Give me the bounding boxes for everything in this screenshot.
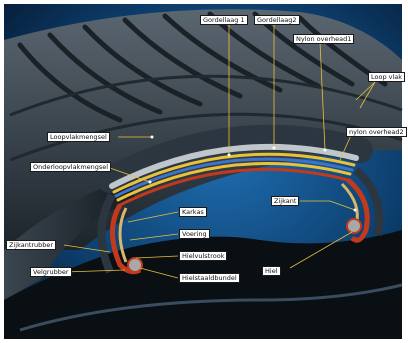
- label-gordellaag1: Gordellaag 1: [200, 15, 248, 25]
- label-onderloopvlakmengsel: Onderloopvlakmengsel: [30, 162, 111, 172]
- label-loopvlak: Loop vlak: [368, 72, 405, 82]
- label-nylon-overhead1: Nylon overhead1: [293, 34, 354, 44]
- label-zijkantrubber: Zijkantrubber: [6, 240, 56, 250]
- label-zijkant: Zijkant: [271, 196, 299, 206]
- bead-right: [347, 219, 361, 233]
- label-hielstaaldbundel: Hielstaaldbundel: [179, 273, 240, 283]
- label-voering: Voering: [179, 229, 210, 239]
- label-gordellaag2: Gordellaag2: [254, 15, 300, 25]
- label-hiel: Hiel: [262, 266, 281, 276]
- label-nylon-overhead2: nylon overhead2: [346, 127, 407, 137]
- label-loopvlakmengsel: Loopvlakmengsel: [47, 132, 110, 142]
- bead-left: [128, 258, 142, 272]
- label-karkas: Karkas: [179, 207, 207, 217]
- label-velgrubber: Velgrubber: [30, 267, 72, 277]
- label-hielvulstrook: Hielvulstrook: [179, 251, 227, 261]
